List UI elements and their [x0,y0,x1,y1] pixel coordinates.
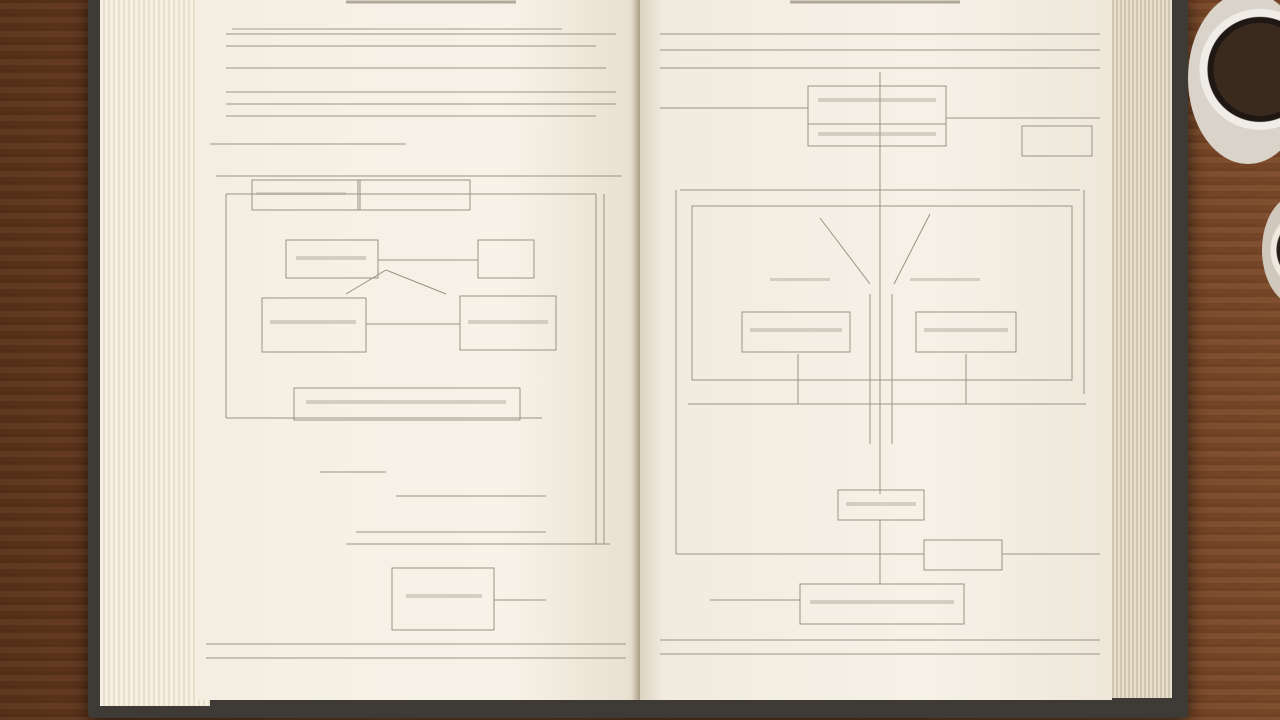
left-page-edges [100,0,210,706]
right-page [640,0,1112,700]
right-page-diagram [640,0,1112,700]
right-page-edges [1110,0,1172,698]
coffee-cup [1188,0,1280,164]
left-page [196,0,640,700]
second-cup [1262,195,1280,305]
left-page-diagram [196,0,640,700]
